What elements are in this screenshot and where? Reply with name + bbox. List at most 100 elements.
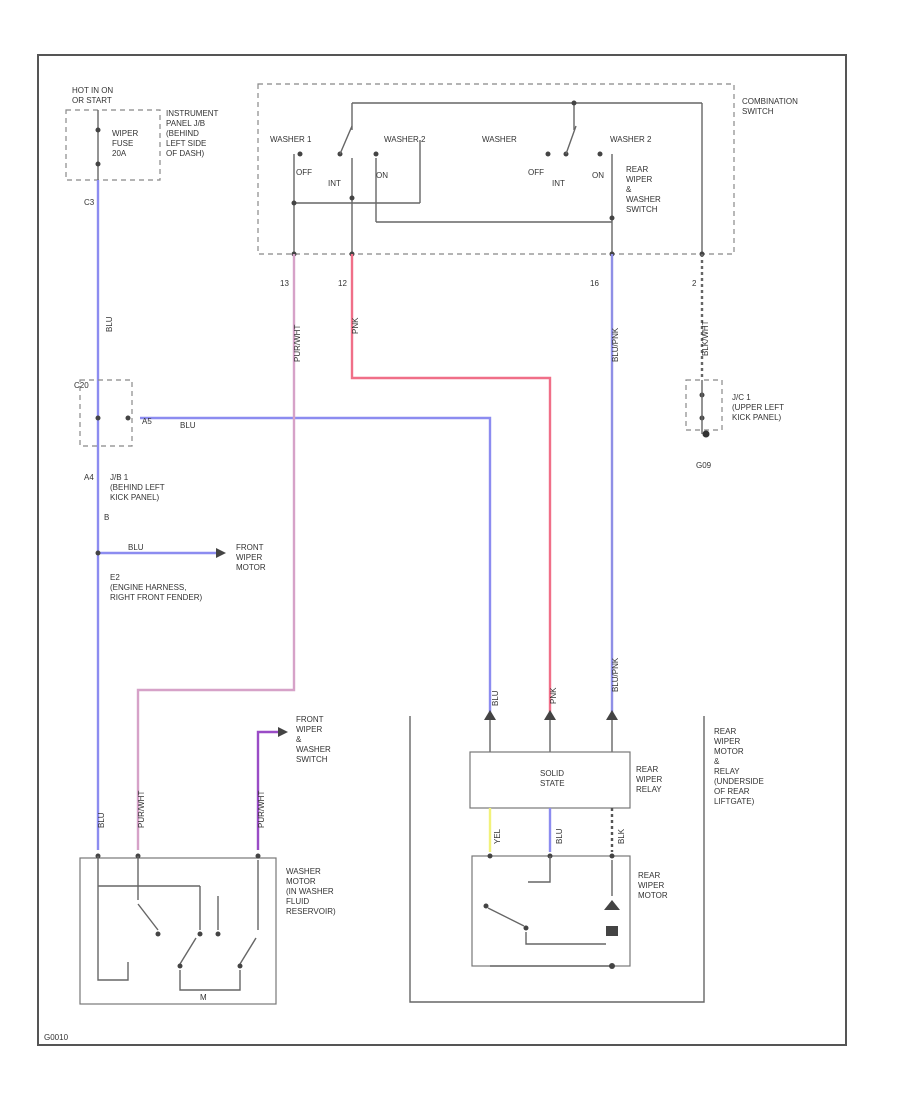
svg-text:FUSE: FUSE [112,139,133,148]
svg-text:WIPER: WIPER [636,775,662,784]
ground-label: G09 [696,461,712,470]
engine-harness-label: E2 [110,573,120,582]
svg-text:OFF: OFF [528,168,544,177]
terminal-11: 16 [590,279,599,288]
svg-text:PNK: PNK [351,317,360,334]
jc1-connector [685,379,723,431]
jb1-connector-c20: C20 [74,381,89,390]
terminal-13: 13 [280,279,289,288]
svg-text:BLU: BLU [491,690,500,706]
svg-text:MOTOR: MOTOR [286,877,316,886]
svg-text:MOTOR: MOTOR [638,891,668,900]
svg-text:BLU/PNK: BLU/PNK [611,327,620,362]
svg-text:STATE: STATE [540,779,565,788]
rear-motor-winding [604,900,620,910]
svg-text:&: & [714,757,720,766]
combination-switch-label: COMBINATION [742,97,798,106]
jc1-label: J/C 1 [732,393,751,402]
arrow-front-switch [278,727,288,737]
rear-assembly-bracket [409,716,705,1003]
rear-washer2-label: WASHER 2 [610,135,652,144]
ground-point [702,430,710,438]
svg-text:&: & [626,185,632,194]
jb1-label: J/B 1 [110,473,129,482]
svg-text:WASHER: WASHER [626,195,661,204]
svg-text:OF REAR: OF REAR [714,787,750,796]
svg-text:(IN WASHER: (IN WASHER [286,887,334,896]
front-washer2-label: WASHER 2 [384,135,426,144]
arrow-front-wiper-motor [216,548,226,558]
svg-text:PUR/WHT: PUR/WHT [257,791,266,828]
svg-text:SWITCH: SWITCH [296,755,328,764]
combination-switch-box [257,83,735,255]
svg-text:YEL: YEL [493,828,502,844]
fuse-label: WIPER [112,129,138,138]
svg-text:OFF: OFF [296,168,312,177]
svg-text:INT: INT [552,179,565,188]
svg-text:BLK: BLK [617,828,626,844]
svg-text:ON: ON [376,171,388,180]
power-label: HOT IN ON [72,86,113,95]
svg-text:PNK: PNK [549,687,558,704]
svg-text:A5: A5 [142,417,152,426]
svg-text:WASHER: WASHER [296,745,331,754]
svg-text:BLU: BLU [97,812,106,828]
svg-text:&: & [296,735,302,744]
terminal-c3: C3 [84,198,95,207]
svg-text:(BEHIND LEFT: (BEHIND LEFT [110,483,165,492]
fuse-box [65,109,161,181]
svg-text:A4: A4 [84,473,94,482]
relay-side-label: REAR [636,765,658,774]
rear-wiper-motor-box [471,855,631,967]
diagram-code: G0010 [44,1033,69,1042]
relay-label: SOLID [540,769,564,778]
svg-text:WIPER: WIPER [714,737,740,746]
svg-text:LIFTGATE): LIFTGATE) [714,797,755,806]
rear-wiper-motor-label: REAR [638,871,660,880]
svg-text:MOTOR: MOTOR [236,563,266,572]
svg-text:BLU/PNK: BLU/PNK [611,657,620,692]
svg-text:KICK PANEL): KICK PANEL) [110,493,160,502]
rear-washer-label: WASHER [482,135,517,144]
rear-assembly-label: REAR [714,727,736,736]
wire-label-blu: BLU [105,316,114,332]
svg-text:SWITCH: SWITCH [626,205,658,214]
terminal-2: 2 [692,279,697,288]
diagram-frame [37,54,847,1046]
svg-text:WIPER: WIPER [626,175,652,184]
svg-text:WIPER: WIPER [296,725,322,734]
washer-motor-label: WASHER [286,867,321,876]
svg-text:20A: 20A [112,149,127,158]
svg-text:PUR/WHT: PUR/WHT [137,791,146,828]
svg-text:ON: ON [592,171,604,180]
svg-text:KICK PANEL): KICK PANEL) [732,413,782,422]
svg-text:PUR/WHT: PUR/WHT [293,325,302,362]
svg-text:PANEL J/B: PANEL J/B [166,119,205,128]
svg-text:(UNDERSIDE: (UNDERSIDE [714,777,764,786]
wire-pur-wht [136,254,296,850]
power-label-2: OR START [72,96,112,105]
svg-text:RELAY: RELAY [714,767,740,776]
instrument-panel-label: INSTRUMENT [166,109,219,118]
svg-text:(UPPER LEFT: (UPPER LEFT [732,403,784,412]
front-washer1-label: WASHER 1 [270,135,312,144]
front-wiper-motor-label: FRONT [236,543,264,552]
jb1-connector [79,379,133,447]
svg-text:B: B [104,513,109,522]
front-washer-switch-label: FRONT [296,715,324,724]
svg-text:INT: INT [328,179,341,188]
svg-text:OF DASH): OF DASH) [166,149,205,158]
wire-blu-to-relay [140,416,492,712]
terminal-12: 12 [338,279,347,288]
svg-text:RIGHT FRONT FENDER): RIGHT FRONT FENDER) [110,593,202,602]
svg-text:MOTOR: MOTOR [714,747,744,756]
svg-text:BLU: BLU [555,828,564,844]
svg-text:RELAY: RELAY [636,785,662,794]
svg-text:(BEHIND: (BEHIND [166,129,199,138]
washer-motor-box [79,857,277,1005]
svg-text:BLU: BLU [180,421,196,430]
svg-text:RESERVOIR): RESERVOIR) [286,907,336,916]
rear-wiper-switch-label: REAR [626,165,648,174]
svg-text:(ENGINE HARNESS,: (ENGINE HARNESS, [110,583,186,592]
